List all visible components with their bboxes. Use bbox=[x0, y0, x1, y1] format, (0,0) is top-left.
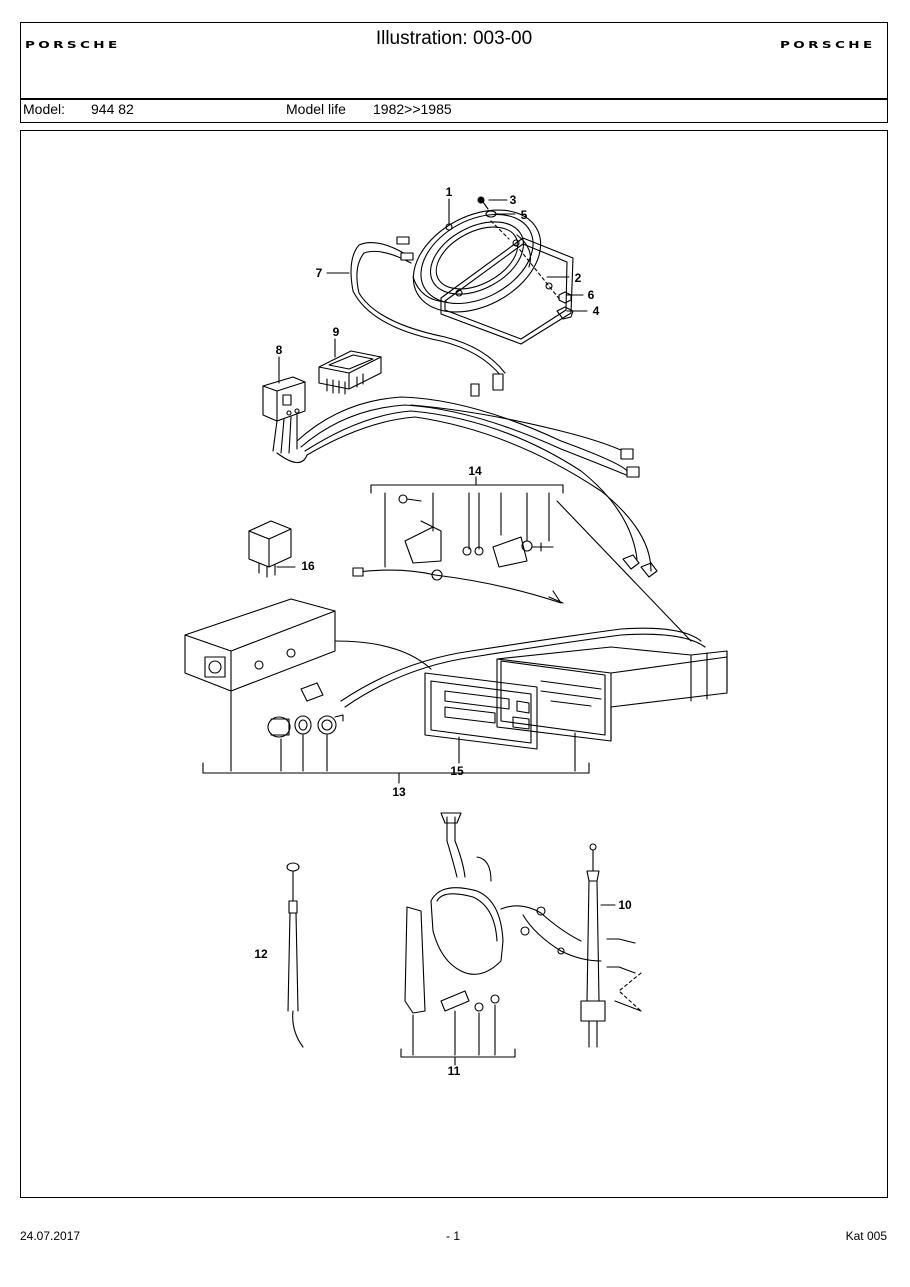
callout-3: 3 bbox=[510, 193, 517, 207]
parts-diagram: 1 2 3 4 5 6 7 8 9 10 11 12 13 14 15 16 bbox=[184, 185, 728, 1078]
callout-1: 1 bbox=[446, 185, 453, 199]
model-value: 944 82 bbox=[91, 101, 134, 117]
radio-amplifier bbox=[184, 598, 432, 692]
footer-date: 24.07.2017 bbox=[20, 1229, 81, 1243]
callout-12: 12 bbox=[254, 947, 268, 961]
callout-8: 8 bbox=[276, 343, 283, 357]
footer-catalog: Kat 005 bbox=[845, 1229, 887, 1243]
model-life-label: Model life bbox=[286, 101, 346, 117]
knobs bbox=[267, 714, 344, 738]
model-label: Model: bbox=[23, 101, 66, 117]
mounting-kit bbox=[352, 476, 692, 642]
callout-13: 13 bbox=[392, 785, 406, 799]
group-brackets bbox=[202, 690, 590, 784]
callout-16: 16 bbox=[301, 559, 315, 573]
illustration-frame: 1 2 3 4 5 6 7 8 9 10 11 12 13 14 15 16 bbox=[20, 130, 888, 1198]
head-unit bbox=[300, 627, 728, 750]
footer-page-number: - 1 bbox=[446, 1229, 461, 1243]
callout-2: 2 bbox=[575, 271, 582, 285]
relay bbox=[248, 520, 296, 578]
callout-6: 6 bbox=[588, 288, 595, 302]
porsche-logo-left: PORSCHE bbox=[25, 40, 121, 51]
callout-11: 11 bbox=[448, 1064, 461, 1078]
callout-15: 15 bbox=[450, 764, 464, 778]
porsche-logo-right: PORSCHE bbox=[780, 40, 876, 51]
header-box: PORSCHE Illustration: 003-00 PORSCHE bbox=[20, 22, 888, 100]
leader-lines bbox=[278, 198, 588, 384]
power-antenna bbox=[580, 843, 642, 1048]
speaker-assembly bbox=[412, 196, 574, 345]
plug-connector bbox=[262, 376, 306, 454]
switch-panel bbox=[318, 350, 382, 395]
wire-harness bbox=[276, 396, 658, 578]
callout-4: 4 bbox=[593, 304, 600, 318]
speaker-cable bbox=[350, 236, 506, 397]
model-row: Model: 944 82 Model life 1982>>1985 bbox=[20, 100, 888, 123]
manual-antenna bbox=[286, 862, 304, 1048]
callout-10: 10 bbox=[618, 898, 632, 912]
page-title: Illustration: 003-00 bbox=[375, 28, 533, 49]
callout-5: 5 bbox=[521, 208, 528, 222]
callout-7: 7 bbox=[316, 266, 323, 280]
model-life-value: 1982>>1985 bbox=[373, 101, 452, 117]
antenna-motor bbox=[400, 812, 602, 1066]
callout-14: 14 bbox=[468, 464, 482, 478]
callout-9: 9 bbox=[333, 325, 340, 339]
